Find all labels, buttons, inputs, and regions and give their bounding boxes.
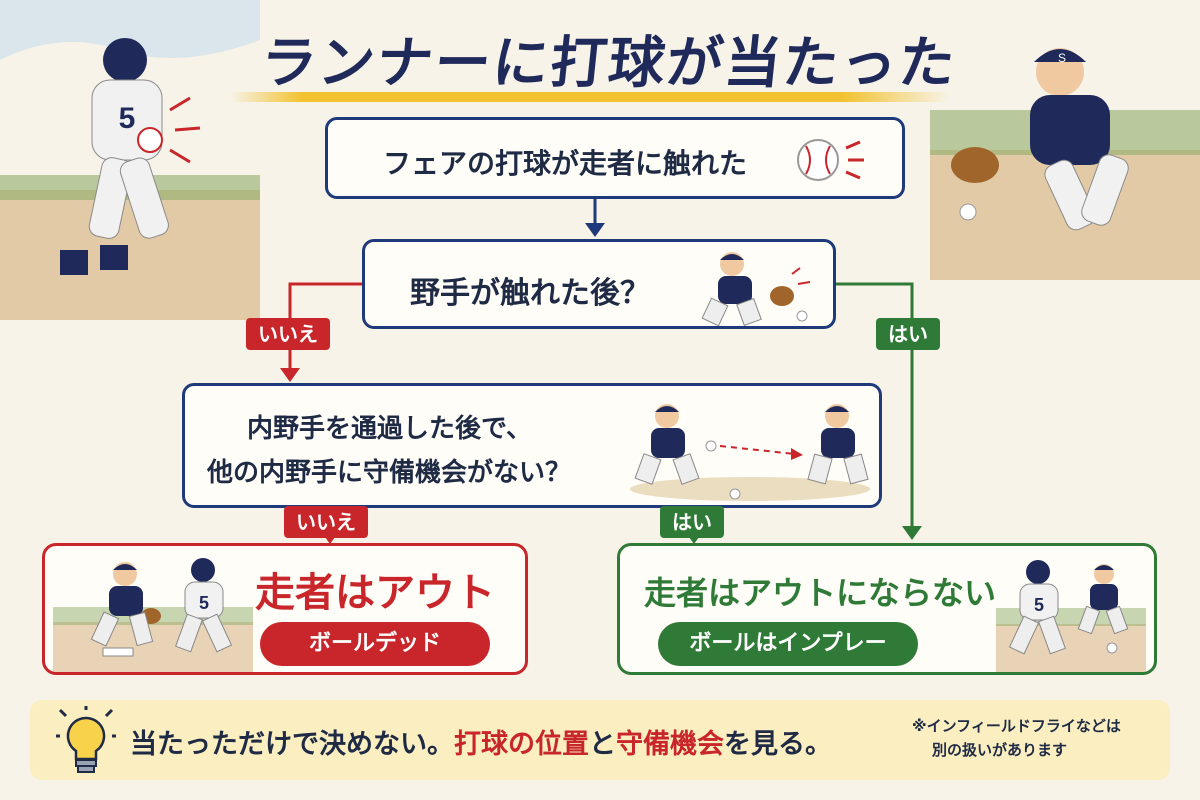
runner-number-safe: 5	[1034, 595, 1044, 615]
runner-out-illustration: 5	[53, 558, 253, 672]
result-runner-out: 5 走者はアウト ボールデッド	[42, 543, 528, 675]
tip-part4: 守備機会	[616, 729, 724, 760]
flow-step3-line1: 内野手を通過した後で、	[247, 414, 532, 444]
two-infielders-icon	[630, 404, 870, 501]
tip-part1: 当たっただけで決めない。	[130, 729, 454, 760]
tip-note: ※インフィールドフライなどは 別の扱いがあります	[912, 714, 1121, 762]
title-underline	[230, 92, 950, 102]
no-label-2: いいえ	[284, 506, 368, 538]
tip-message: 当たっただけで決めない。打球の位置と守備機会を見る。	[130, 722, 832, 761]
result-out-title: 走者はアウト	[255, 570, 495, 616]
flow-step1-text: フェアの打球が走者に触れた	[383, 147, 748, 180]
cap-letter: S	[1058, 51, 1066, 65]
flow-box-batted-ball: フェアの打球が走者に触れた	[325, 117, 905, 199]
flow-box-fielder-touched: 野手が触れた後？	[362, 239, 836, 329]
tip-part5: を見る。	[724, 729, 832, 760]
flow-step3-line2: 他の内野手に守備機会がない？	[207, 458, 572, 488]
runner-hit-illustration: 5	[0, 0, 260, 320]
tip-bar: 当たっただけで決めない。打球の位置と守備機会を見る。 ※インフィールドフライなど…	[30, 700, 1170, 780]
runner-number: 5	[119, 102, 136, 135]
tip-note-line2: 別の扱いがあります	[932, 741, 1068, 759]
fielder-illustration: S	[930, 48, 1200, 280]
result-safe-subtitle-pill: ボールはインプレー	[658, 622, 918, 666]
flow-step2-text: 野手が触れた後？	[410, 276, 650, 311]
tip-note-line1: ※インフィールドフライなどは	[912, 717, 1121, 735]
no-label-1: いいえ	[246, 318, 330, 350]
tip-part3: と	[589, 729, 616, 760]
result-out-subtitle-pill: ボールデッド	[260, 622, 490, 666]
yes-label-1: はい	[876, 318, 940, 350]
flow-box-infielder-passed: 内野手を通過した後で、 他の内野手に守備機会がない？	[182, 383, 882, 508]
runner-number-out: 5	[199, 593, 209, 613]
tip-part2: 打球の位置	[454, 729, 589, 760]
lightbulb-icon	[56, 706, 116, 773]
result-safe-title: 走者はアウトにならない	[644, 574, 997, 612]
yes-label-2: はい	[660, 506, 724, 538]
arrow-down-1	[585, 199, 605, 237]
result-runner-safe: 走者はアウトにならない ボールはインプレー 5	[617, 543, 1157, 675]
runner-safe-illustration: 5	[996, 560, 1146, 672]
baseball-icon	[797, 139, 864, 181]
fielder-small-icon	[701, 252, 811, 326]
